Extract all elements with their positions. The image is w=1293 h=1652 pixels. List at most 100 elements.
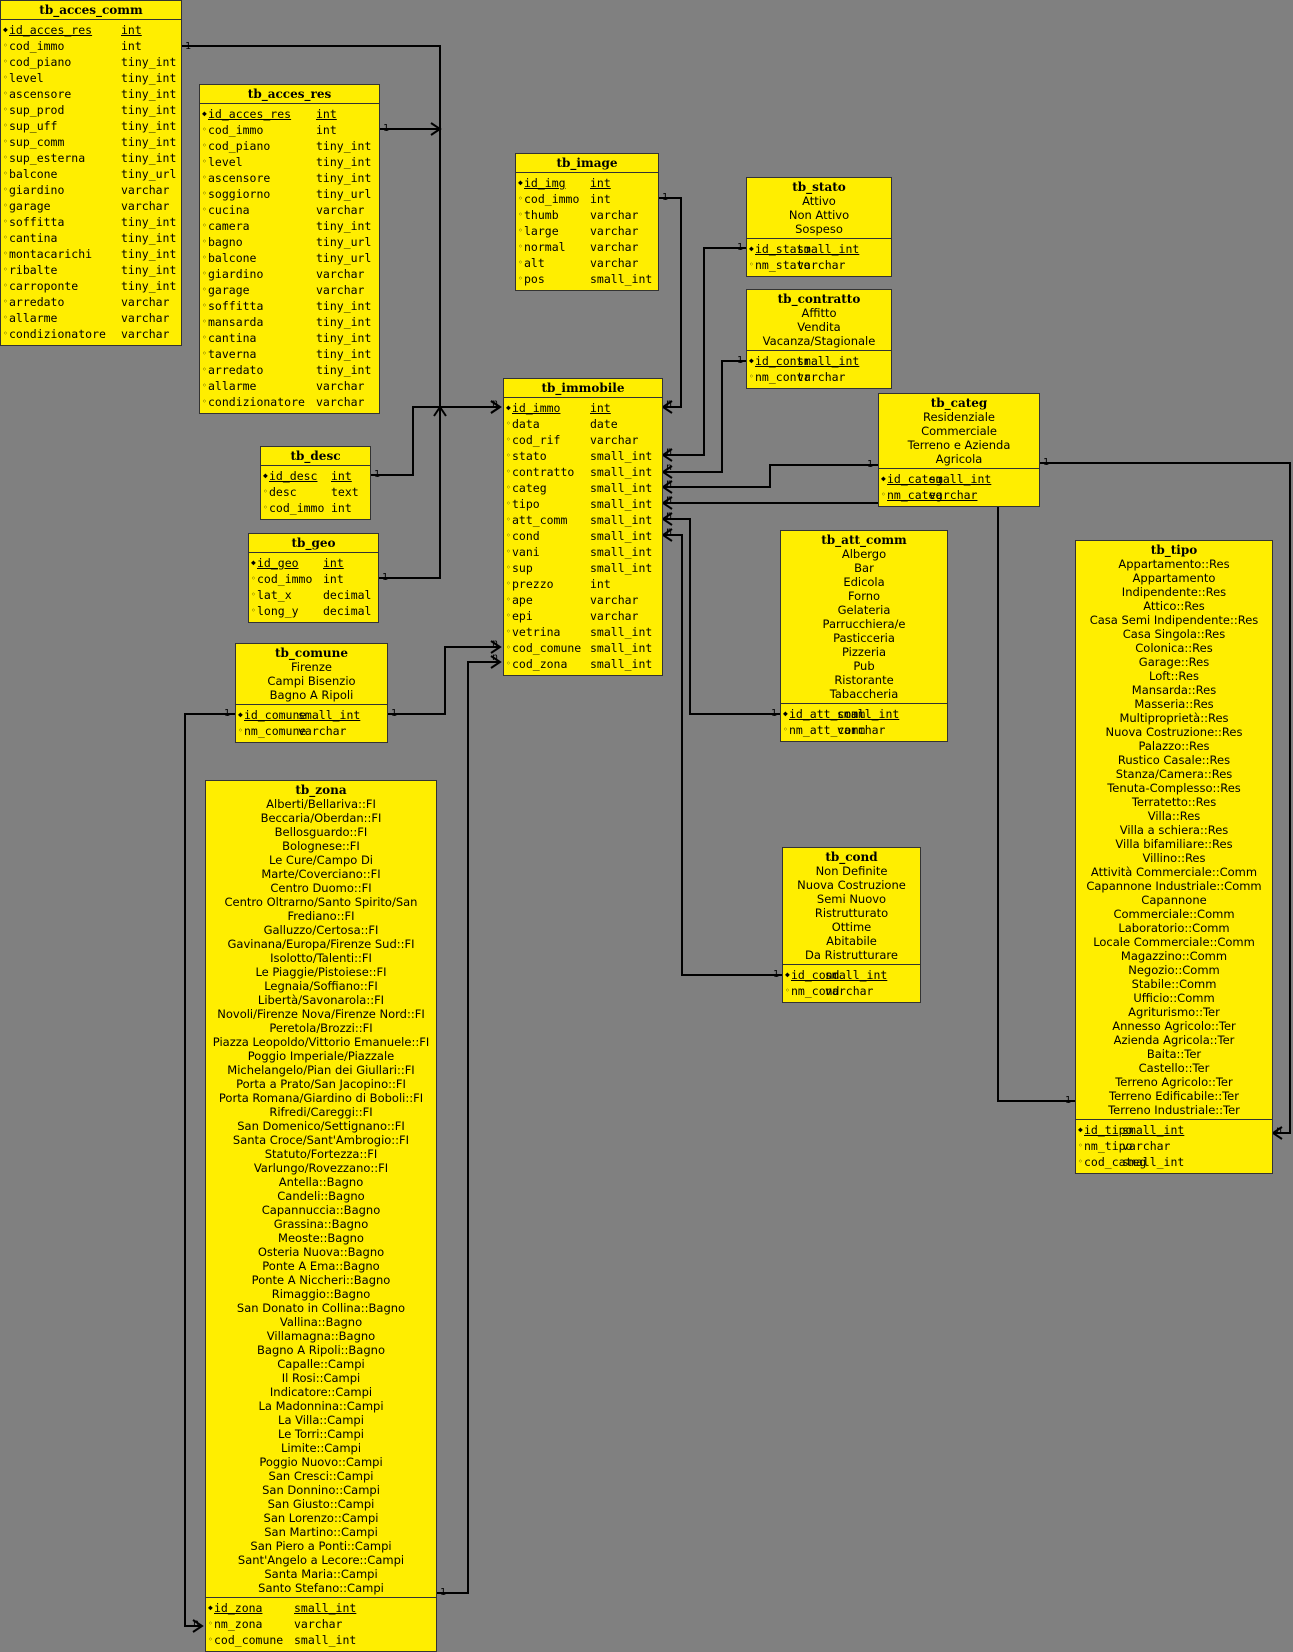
arrowhead-icon [661, 496, 673, 510]
entity-title: tb_acces_res [200, 85, 379, 104]
field-name: id_desc [269, 469, 318, 483]
attribute-icon: ◦ [251, 590, 256, 599]
entity-value: Non Attivo [788, 208, 850, 222]
field-type: varchar [298, 724, 347, 738]
entity-value: Non Definite [815, 864, 888, 878]
field-name: level [9, 71, 44, 85]
field-type: varchar [121, 295, 170, 309]
entity-value: Indicatore::Campi [269, 1385, 373, 1399]
entity-value: Il Rosi::Campi [281, 1371, 361, 1385]
field-type: small_int [797, 242, 860, 256]
field-name: tipo [512, 497, 540, 511]
field-type: small_int [837, 707, 900, 721]
field-name: cucina [208, 203, 250, 217]
entity-value: Bolognese::FI [282, 839, 360, 853]
field-type: small_int [590, 657, 653, 671]
arrowhead-icon [490, 655, 502, 669]
attribute-icon: ◦ [506, 659, 511, 668]
attribute-icon: ◦ [518, 258, 523, 267]
field-name: sup [512, 561, 533, 575]
entity-value: Le Torri::Campi [277, 1427, 364, 1441]
field-name: taverna [208, 347, 257, 361]
field-type: varchar [121, 199, 170, 213]
entity-value: Le Piaggie/Pistoiese::FI [255, 965, 387, 979]
field-name: garage [9, 199, 51, 213]
primary-key-icon: ◆ [251, 558, 256, 567]
relation-tb-image-to-tb-immobile: 1n [659, 192, 682, 414]
attribute-icon: ◦ [3, 137, 8, 146]
attribute-icon: ◦ [202, 397, 207, 406]
entity-value: Isolotto/Talenti::FI [270, 951, 372, 965]
field-name: id_stato [755, 242, 811, 256]
entity-value: Campi Bisenzio [267, 674, 356, 688]
field-type: tiny_int [121, 87, 177, 101]
entity-value: Villamagna::Bagno [266, 1329, 376, 1343]
field-name: level [208, 155, 243, 169]
entity-value: Stabile::Comm [1131, 977, 1217, 991]
field-name: sup_esterna [9, 151, 86, 165]
attribute-icon: ◦ [202, 221, 207, 230]
attribute-icon: ◦ [518, 210, 523, 219]
entity-value: Capalle::Campi [277, 1357, 365, 1371]
attribute-icon: ◦ [506, 595, 511, 604]
field-name: cod_zona [512, 657, 568, 671]
field-type: varchar [590, 224, 639, 238]
cardinality-one-label: 1 [737, 242, 743, 253]
cardinality-one-label: 1 [1065, 1095, 1071, 1106]
field-type: small_int [294, 1601, 357, 1615]
arrowhead-icon [661, 512, 673, 526]
entity-value: Centro Duomo::FI [270, 881, 372, 895]
cardinality-one-label: 1 [391, 708, 397, 719]
entity-value: Masseria::Res [1134, 697, 1214, 711]
field-type: varchar [121, 327, 170, 341]
attribute-icon: ◦ [3, 153, 8, 162]
cardinality-many-label: n [492, 638, 498, 649]
field-type: int [331, 469, 352, 483]
field-type: tiny_int [316, 171, 372, 185]
entity-value: Piazza Leopoldo/Vittorio Emanuele::FI [212, 1035, 430, 1049]
field-type: small_int [797, 354, 860, 368]
field-type: varchar [797, 258, 846, 272]
entity-value: Michelangelo/Pian dei Giullari::FI [227, 1063, 415, 1077]
entity-value: Rustico Casale::Res [1117, 753, 1231, 767]
field-type: tiny_url [316, 235, 372, 249]
attribute-icon: ◦ [202, 301, 207, 310]
arrowhead-icon [490, 400, 502, 414]
field-name: camera [208, 219, 250, 233]
